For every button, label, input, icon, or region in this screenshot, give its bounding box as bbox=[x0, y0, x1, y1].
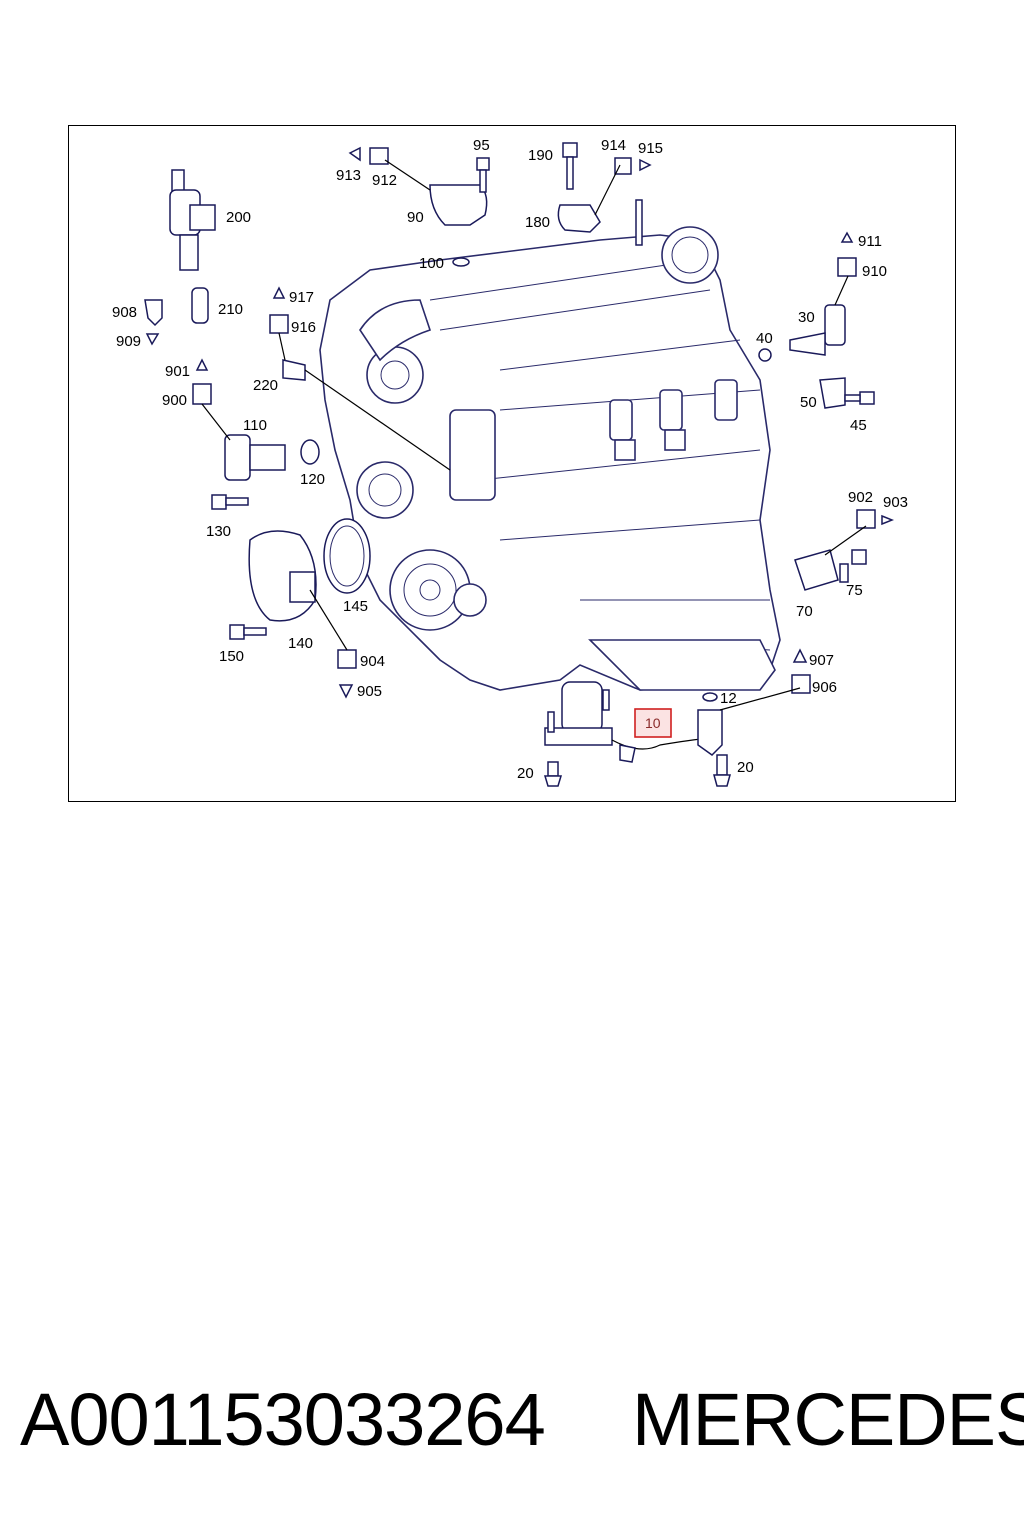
label-145: 145 bbox=[343, 598, 368, 615]
part-20-bolt-right bbox=[713, 754, 731, 787]
part-90-sensor bbox=[429, 184, 488, 226]
label-906: 906 bbox=[812, 679, 837, 696]
diagram-frame bbox=[68, 125, 956, 802]
label-905: 905 bbox=[357, 683, 382, 700]
part-913 bbox=[348, 146, 361, 162]
label-100: 100 bbox=[419, 255, 444, 272]
part-140-cover bbox=[248, 530, 317, 622]
label-20-right: 20 bbox=[737, 759, 754, 776]
label-30: 30 bbox=[798, 309, 815, 326]
part-916 bbox=[269, 314, 289, 334]
part-903 bbox=[881, 514, 895, 526]
part-95-bolt bbox=[476, 157, 490, 193]
part-912 bbox=[369, 147, 389, 165]
engine-block-illustration bbox=[319, 226, 781, 691]
label-20-left: 20 bbox=[517, 765, 534, 782]
part-901 bbox=[195, 358, 209, 371]
brand-text: MERCEDES bbox=[632, 1378, 1024, 1461]
label-902: 902 bbox=[848, 489, 873, 506]
part-220 bbox=[282, 359, 306, 381]
label-180: 180 bbox=[525, 214, 550, 231]
label-917: 917 bbox=[289, 289, 314, 306]
label-190: 190 bbox=[528, 147, 553, 164]
part-12-seal bbox=[702, 692, 718, 702]
footer-caption: A001153033264 MERCEDES bbox=[0, 1375, 1024, 1475]
part-75-bolt bbox=[839, 549, 867, 583]
part-905 bbox=[338, 684, 354, 699]
part-190-bolt bbox=[562, 142, 578, 190]
part-210 bbox=[191, 287, 209, 324]
part-907 bbox=[792, 648, 808, 663]
part-906 bbox=[791, 674, 811, 694]
part-100-seal bbox=[452, 257, 470, 267]
label-70: 70 bbox=[796, 603, 813, 620]
part-20-bolt-left bbox=[543, 761, 563, 787]
label-45: 45 bbox=[850, 417, 867, 434]
part-45-bolt bbox=[844, 391, 875, 405]
part-915 bbox=[639, 158, 652, 172]
label-912: 912 bbox=[372, 172, 397, 189]
part-904 bbox=[337, 649, 357, 669]
part-910 bbox=[837, 257, 857, 277]
label-916: 916 bbox=[291, 319, 316, 336]
label-910: 910 bbox=[862, 263, 887, 280]
label-50: 50 bbox=[800, 394, 817, 411]
label-12: 12 bbox=[720, 690, 737, 707]
label-210: 210 bbox=[218, 301, 243, 318]
part-70-sensor bbox=[794, 549, 839, 591]
label-901: 901 bbox=[165, 363, 190, 380]
part-30-sensor bbox=[789, 304, 846, 356]
part-908-connector bbox=[144, 299, 163, 327]
label-110: 110 bbox=[243, 417, 267, 434]
label-130: 130 bbox=[206, 523, 231, 540]
label-909: 909 bbox=[116, 333, 141, 350]
label-907: 907 bbox=[809, 652, 834, 669]
label-908: 908 bbox=[112, 304, 137, 321]
label-904: 904 bbox=[360, 653, 385, 670]
highlight-callout-10[interactable]: 10 bbox=[634, 708, 672, 738]
part-917 bbox=[272, 286, 286, 299]
part-902 bbox=[856, 509, 876, 529]
part-900 bbox=[192, 383, 212, 405]
part-130-bolt bbox=[211, 494, 249, 510]
part-200-valve bbox=[169, 169, 216, 271]
callout-labels: 200 908 909 210 913 912 95 90 100 190 91… bbox=[112, 137, 908, 782]
label-200: 200 bbox=[226, 209, 251, 226]
label-150: 150 bbox=[219, 648, 244, 665]
label-911: 911 bbox=[858, 233, 882, 250]
label-914: 914 bbox=[601, 137, 626, 154]
part-145-gasket bbox=[323, 518, 371, 594]
part-10-oil-level-sensor bbox=[544, 681, 723, 763]
part-dipstick bbox=[635, 199, 643, 246]
part-911 bbox=[840, 231, 854, 243]
part-110-sensor bbox=[224, 434, 286, 481]
label-915: 915 bbox=[638, 140, 663, 157]
part-50-gasket bbox=[819, 377, 846, 409]
part-120-seal bbox=[300, 439, 320, 465]
label-903: 903 bbox=[883, 494, 908, 511]
part-914 bbox=[614, 157, 632, 175]
part-180-sensor bbox=[557, 204, 601, 233]
label-120: 120 bbox=[300, 471, 325, 488]
leader-lines bbox=[201, 159, 867, 711]
label-10: 10 bbox=[645, 715, 661, 731]
part-150-bolt bbox=[229, 624, 267, 640]
label-913: 913 bbox=[336, 167, 361, 184]
label-220: 220 bbox=[253, 377, 278, 394]
label-95: 95 bbox=[473, 137, 490, 154]
label-40: 40 bbox=[756, 330, 773, 347]
label-75: 75 bbox=[846, 582, 863, 599]
part-number-text: A001153033264 bbox=[20, 1378, 546, 1461]
label-90: 90 bbox=[407, 209, 424, 226]
label-140: 140 bbox=[288, 635, 313, 652]
label-900: 900 bbox=[162, 392, 187, 409]
part-40-seal bbox=[758, 348, 772, 362]
part-909-seal bbox=[145, 333, 160, 346]
